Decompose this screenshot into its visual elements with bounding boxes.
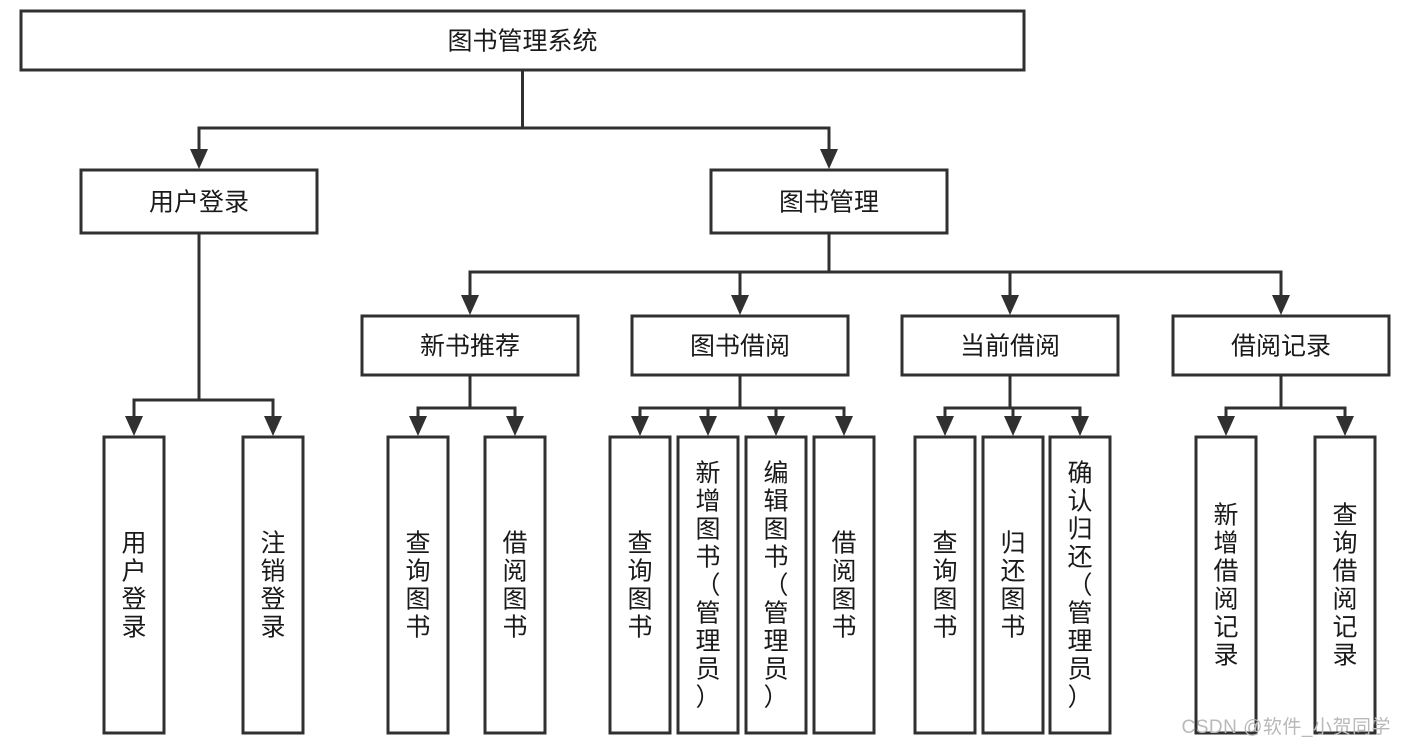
node-label: 确认归还（管理员）	[1067, 459, 1092, 711]
node-leaf-add-book[interactable]: 新增图书（管理员）	[676, 435, 740, 735]
node-label: 查询图书	[405, 529, 430, 641]
node-leaf-user-login[interactable]: 用户登录	[102, 435, 166, 735]
node-box[interactable]	[709, 168, 949, 235]
node-box[interactable]	[900, 314, 1120, 377]
node-label: 图书管理	[779, 189, 879, 217]
node-borrow-record[interactable]: 借阅记录	[1171, 314, 1391, 377]
arrow-head-icon	[731, 295, 749, 315]
node-book-manage[interactable]: 图书管理	[709, 168, 949, 235]
node-label: 借阅图书	[502, 529, 527, 641]
arrow-head-icon	[1272, 295, 1290, 315]
node-leaf-return-book[interactable]: 归还图书	[981, 435, 1045, 735]
node-label: 查询图书	[627, 529, 652, 641]
node-label: 查询图书	[932, 529, 957, 641]
node-label: 归还图书	[1000, 529, 1025, 641]
node-box[interactable]	[1313, 435, 1377, 735]
node-new-book-rec[interactable]: 新书推荐	[360, 314, 580, 377]
node-leaf-logout[interactable]: 注销登录	[241, 435, 305, 735]
arrow-head-icon	[409, 416, 427, 436]
arrow-head-icon	[461, 295, 479, 315]
connector-layer	[125, 68, 1354, 436]
node-box[interactable]	[1048, 435, 1112, 735]
node-label: 用户登录	[121, 529, 146, 641]
node-label: 注销登录	[260, 529, 285, 641]
arrow-head-icon	[1336, 416, 1354, 436]
node-label: 新书推荐	[420, 333, 520, 361]
node-box[interactable]	[913, 435, 977, 735]
node-box[interactable]	[386, 435, 450, 735]
node-leaf-add-record[interactable]: 新增借阅记录	[1194, 435, 1258, 735]
node-leaf-query-book-1[interactable]: 查询图书	[386, 435, 450, 735]
arrow-head-icon	[264, 416, 282, 436]
node-box[interactable]	[102, 435, 166, 735]
arrow-head-icon	[1217, 416, 1235, 436]
node-root[interactable]: 图书管理系统	[19, 9, 1026, 72]
node-label: 新增图书（管理员）	[695, 459, 720, 711]
arrow-head-icon	[1004, 416, 1022, 436]
node-box[interactable]	[630, 314, 850, 377]
node-box[interactable]	[608, 435, 672, 735]
node-label: 新增借阅记录	[1213, 501, 1238, 669]
node-box[interactable]	[676, 435, 740, 735]
node-book-borrow[interactable]: 图书借阅	[630, 314, 850, 377]
node-label: 图书管理系统	[447, 28, 597, 56]
node-user-login[interactable]: 用户登录	[79, 168, 319, 235]
arrow-head-icon	[699, 416, 717, 436]
csdn-watermark: CSDN @软件_小贺同学	[1181, 717, 1391, 738]
node-label: 借阅记录	[1231, 333, 1331, 361]
arrow-head-icon	[1071, 416, 1089, 436]
node-box[interactable]	[744, 435, 808, 735]
node-label: 图书借阅	[690, 333, 790, 361]
node-layer: 图书管理系统用户登录图书管理新书推荐图书借阅当前借阅借阅记录用户登录注销登录查询…	[19, 9, 1391, 735]
node-box[interactable]	[1171, 314, 1391, 377]
node-box[interactable]	[812, 435, 876, 735]
node-box[interactable]	[241, 435, 305, 735]
node-box[interactable]	[483, 435, 547, 735]
arrow-head-icon	[936, 416, 954, 436]
arrow-head-icon	[767, 416, 785, 436]
node-leaf-edit-book[interactable]: 编辑图书（管理员）	[744, 435, 808, 735]
arrow-head-icon	[1001, 295, 1019, 315]
node-label: 用户登录	[149, 189, 249, 217]
node-box[interactable]	[79, 168, 319, 235]
node-box[interactable]	[360, 314, 580, 377]
node-leaf-borrow-book-1[interactable]: 借阅图书	[483, 435, 547, 735]
node-box[interactable]	[1194, 435, 1258, 735]
node-label: 查询借阅记录	[1332, 501, 1357, 669]
node-leaf-query-record[interactable]: 查询借阅记录	[1313, 435, 1377, 735]
node-leaf-query-book-2[interactable]: 查询图书	[608, 435, 672, 735]
node-leaf-query-book-3[interactable]: 查询图书	[913, 435, 977, 735]
node-label: 借阅图书	[831, 529, 856, 641]
node-leaf-borrow-book-2[interactable]: 借阅图书	[812, 435, 876, 735]
arrow-head-icon	[190, 149, 208, 169]
node-current-borrow[interactable]: 当前借阅	[900, 314, 1120, 377]
arrow-head-icon	[820, 149, 838, 169]
node-box[interactable]	[981, 435, 1045, 735]
arrow-head-icon	[631, 416, 649, 436]
node-label: 编辑图书（管理员）	[763, 459, 788, 711]
arrow-head-icon	[506, 416, 524, 436]
arrow-head-icon	[125, 416, 143, 436]
node-label: 当前借阅	[960, 333, 1060, 361]
node-leaf-confirm-return[interactable]: 确认归还（管理员）	[1048, 435, 1112, 735]
node-box[interactable]	[19, 9, 1026, 72]
arrow-head-icon	[835, 416, 853, 436]
